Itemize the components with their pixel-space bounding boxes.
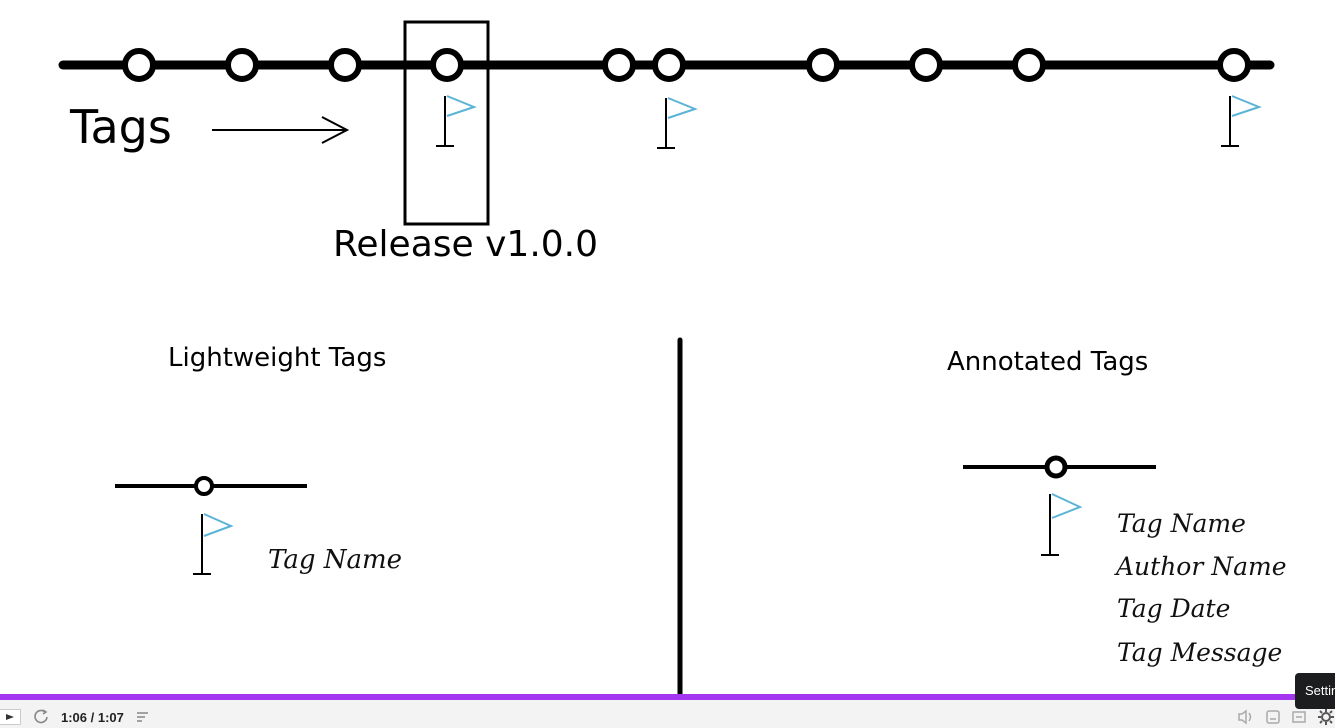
commit-node bbox=[430, 48, 464, 82]
gear-icon[interactable] bbox=[1317, 708, 1335, 726]
rewind-icon[interactable] bbox=[33, 709, 49, 725]
time-readout: 1:06 / 1:07 bbox=[61, 709, 124, 725]
lightweight-field: Tag Name bbox=[268, 545, 402, 575]
commit-node bbox=[1217, 48, 1251, 82]
tag-flag-icon bbox=[436, 95, 477, 147]
commit-node bbox=[225, 48, 259, 82]
annotated-field: Tag Date bbox=[1117, 594, 1230, 623]
controls-right bbox=[1237, 706, 1335, 728]
commit-node bbox=[909, 48, 943, 82]
annotated-field: Tag Name bbox=[1117, 509, 1246, 538]
tag-flag-icon bbox=[657, 97, 698, 149]
volume-icon[interactable] bbox=[1237, 709, 1255, 725]
commit-nodes bbox=[122, 48, 1251, 82]
controls-left: 1:06 / 1:07 bbox=[0, 706, 152, 728]
fullscreen-icon[interactable] bbox=[1291, 709, 1307, 725]
arrow-right-icon bbox=[212, 116, 350, 144]
commit-node bbox=[194, 476, 214, 496]
progress-fill bbox=[0, 694, 1295, 700]
release-label: Release v1.0.0 bbox=[333, 224, 598, 265]
tag-flag-icon bbox=[193, 513, 234, 575]
commit-node bbox=[328, 48, 362, 82]
commit-node bbox=[602, 48, 636, 82]
commit-node bbox=[1044, 455, 1068, 479]
tag-flag-icon bbox=[1221, 95, 1262, 147]
transcript-icon[interactable] bbox=[136, 711, 152, 723]
annotated-field: Author Name bbox=[1114, 552, 1287, 581]
annotated-field: Tag Message bbox=[1117, 638, 1282, 667]
release-highlight-box bbox=[403, 20, 490, 226]
commit-node bbox=[652, 48, 686, 82]
play-icon[interactable] bbox=[0, 709, 21, 725]
captions-icon[interactable] bbox=[1265, 709, 1281, 725]
player-controls: 1:06 / 1:07 bbox=[0, 694, 1335, 728]
tags-label: Tags bbox=[69, 100, 172, 154]
annotated-title: Annotated Tags bbox=[947, 347, 1148, 377]
commit-node bbox=[806, 48, 840, 82]
tag-flag-icon bbox=[1041, 493, 1083, 556]
lightweight-title: Lightweight Tags bbox=[168, 343, 386, 373]
commit-node bbox=[1012, 48, 1046, 82]
settings-tooltip: Settings bbox=[1295, 673, 1335, 709]
progress-bar[interactable] bbox=[0, 694, 1335, 700]
commit-node bbox=[122, 48, 156, 82]
